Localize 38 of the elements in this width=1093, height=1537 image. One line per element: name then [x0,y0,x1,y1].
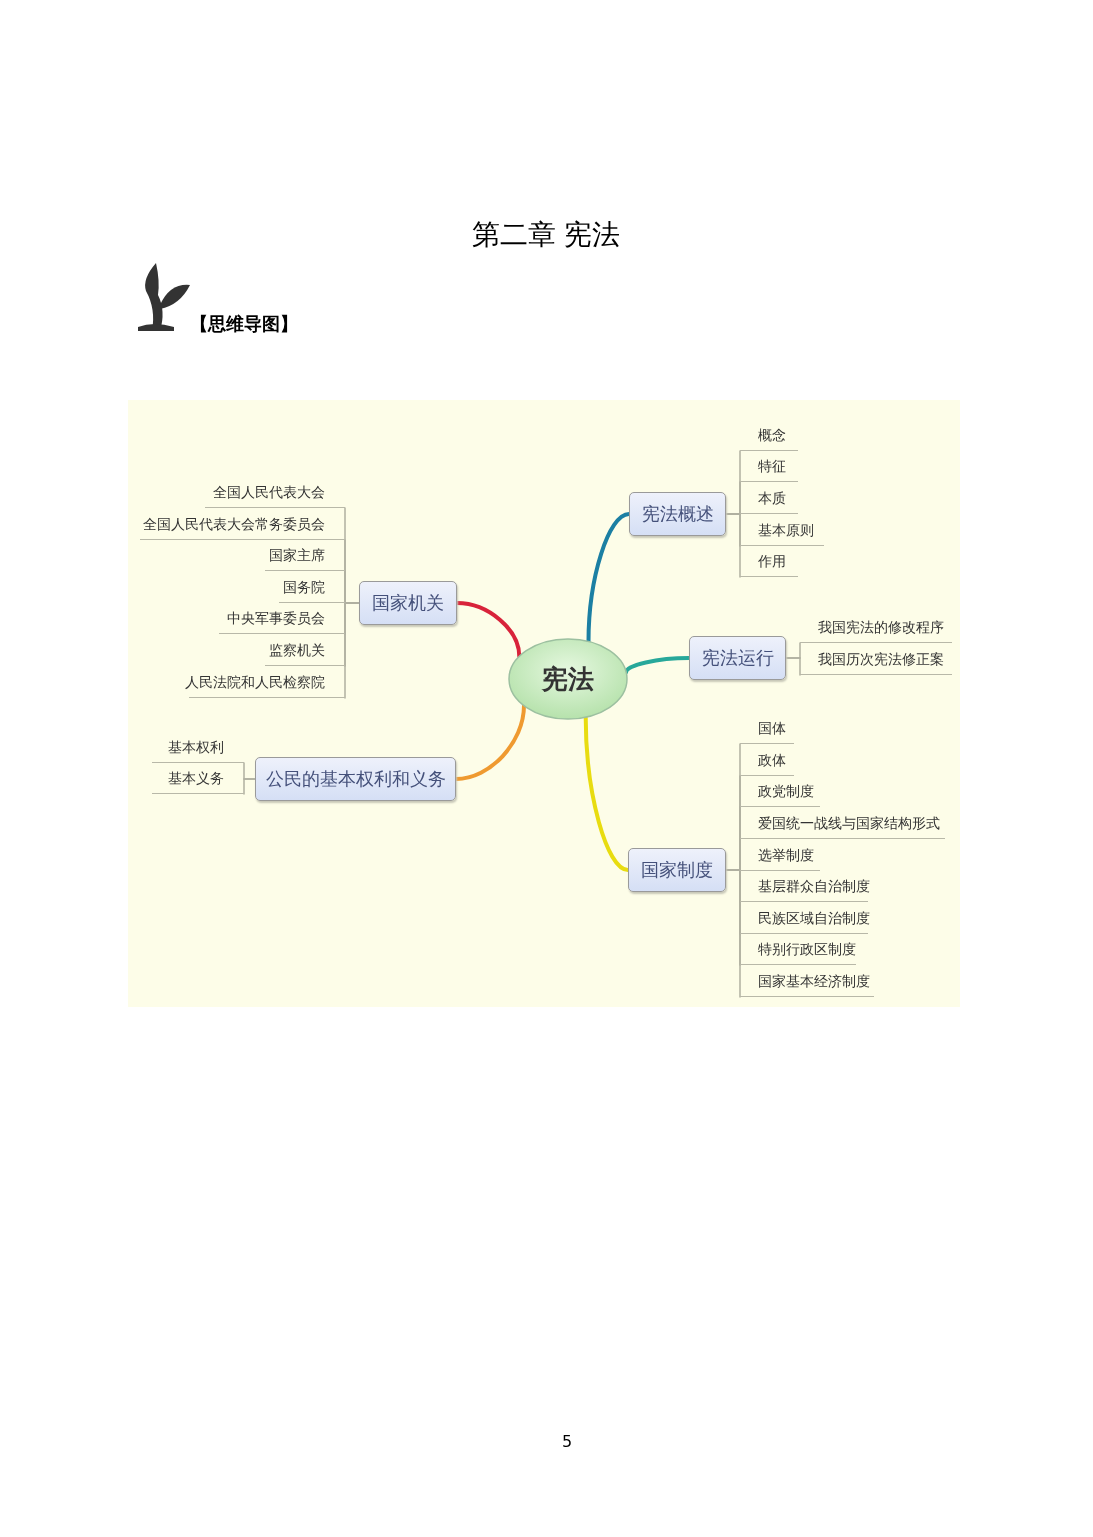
subtopic-label: 中央军事委员会 [219,604,345,634]
subtopic-label: 基本义务 [152,764,244,794]
connector-line [243,778,256,795]
page-title: 第二章 宪法 [470,217,622,253]
subtopic-label: 政党制度 [740,777,820,807]
central-topic-ellipse: 宪法 [508,638,628,720]
subtopic-label: 全国人民代表大会常务委员会 [140,510,345,540]
subtopic-label: 选举制度 [740,841,820,871]
topic-box: 国家制度 [628,848,726,892]
section-heading: 【思维导图】 [190,312,299,336]
subtopic-label: 全国人民代表大会 [205,478,345,508]
subtopic-label: 政体 [740,746,794,776]
subtopic-label: 本质 [740,484,798,514]
page-number: 5 [560,1432,574,1453]
subtopic-label: 国家主席 [265,541,345,571]
subtopic-label: 我国历次宪法修正案 [800,645,952,675]
subtopic-label: 国务院 [279,573,345,603]
topic-box: 宪法运行 [689,636,786,680]
subtopic-label: 作用 [740,547,798,577]
topic-box: 宪法概述 [629,492,726,536]
topic-box: 国家机关 [359,581,457,625]
subtopic-label: 国体 [740,714,794,744]
subtopic-label: 监察机关 [265,636,345,666]
subtopic-label: 基层群众自治制度 [740,872,868,902]
subtopic-label: 民族区域自治制度 [740,904,868,934]
subtopic-label: 我国宪法的修改程序 [800,613,952,643]
connector-line [785,657,801,676]
topic-box: 公民的基本权利和义务 [255,757,456,801]
branch-curve [454,703,526,781]
subtopic-label: 特别行政区制度 [740,935,856,965]
subtopic-label: 概念 [740,421,798,451]
subtopic-label: 国家基本经济制度 [740,967,874,997]
subtopic-label: 基本原则 [740,516,824,546]
branch-curve [583,715,630,872]
subtopic-label: 基本权利 [152,733,244,763]
subtopic-label: 爱国统一战线与国家结构形式 [740,809,945,839]
connector-line [725,869,741,998]
subtopic-label: 特征 [740,452,798,482]
